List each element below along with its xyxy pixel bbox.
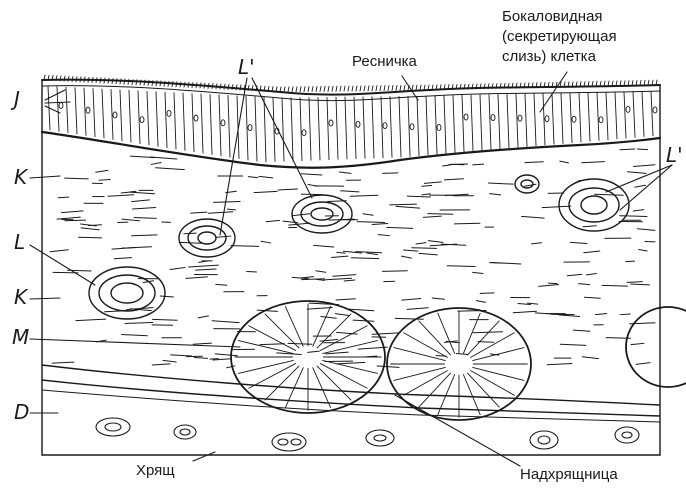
cartilage-label: Хрящ bbox=[136, 462, 175, 479]
perichondrium-label: Надхрящница bbox=[520, 466, 618, 483]
label-k-lower: K bbox=[14, 285, 27, 309]
label-l: L bbox=[14, 230, 25, 254]
chondrocytes bbox=[96, 418, 639, 451]
goblet-cell-label-line2: (секретирующая bbox=[502, 28, 617, 45]
label-m: M bbox=[12, 325, 29, 349]
cilia bbox=[44, 75, 657, 92]
goblet-cell-label-line1: Бокаловидная bbox=[502, 8, 603, 25]
label-j: J bbox=[14, 87, 20, 111]
label-l-prime-right: L' bbox=[666, 143, 683, 167]
perichondrium-line-1 bbox=[42, 365, 660, 405]
connective-fibers bbox=[50, 149, 655, 368]
epithelial-cells bbox=[48, 86, 657, 162]
pointer-lines bbox=[30, 72, 672, 466]
mucous-gland-3 bbox=[626, 307, 686, 387]
cilium-label: Ресничка bbox=[352, 53, 417, 70]
label-k-upper: K bbox=[14, 165, 27, 189]
goblet-cell-label-line3: слизь) клетка bbox=[502, 48, 596, 65]
label-l-prime-center: L' bbox=[238, 55, 255, 79]
label-d: D bbox=[14, 400, 29, 424]
